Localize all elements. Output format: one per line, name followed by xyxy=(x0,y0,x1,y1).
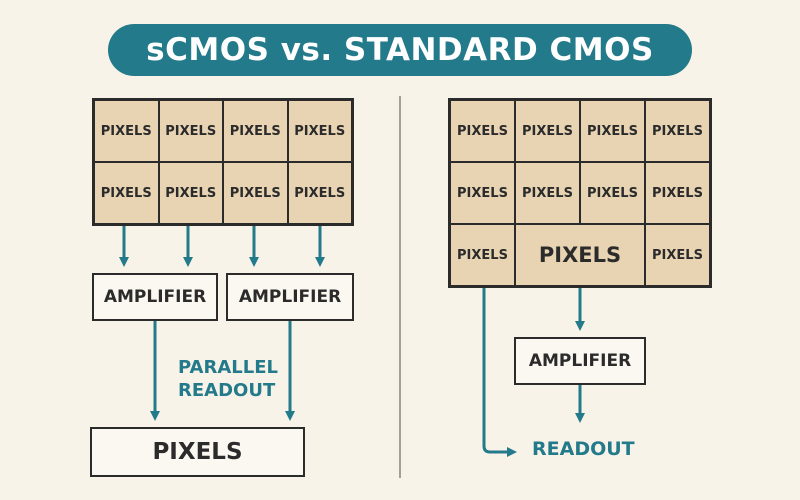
pixel-cell: PIXELS xyxy=(450,100,515,162)
pixel-cell: PIXELS xyxy=(645,224,710,286)
cmos-pixel-grid: PIXELS PIXELS PIXELS PIXELS PIXELS PIXEL… xyxy=(448,98,712,288)
pixel-cell: PIXELS xyxy=(223,162,288,224)
parallel-label-line1: PARALLEL xyxy=(178,357,278,378)
center-divider xyxy=(399,96,401,478)
pixel-cell: PIXELS xyxy=(94,100,159,162)
pixel-cell: PIXELS xyxy=(450,162,515,224)
pixel-cell: PIXELS xyxy=(645,100,710,162)
title-banner: sCMOS vs. STANDARD CMOS xyxy=(108,24,692,76)
pixel-cell: PIXELS xyxy=(287,162,352,224)
pixel-cell: PIXELS xyxy=(515,100,580,162)
readout-label: READOUT xyxy=(532,438,635,460)
page-title: sCMOS vs. STANDARD CMOS xyxy=(146,32,654,68)
amplifier-box-right: AMPLIFIER xyxy=(514,337,646,385)
pixel-cell: PIXELS xyxy=(223,100,288,162)
scmos-pixel-grid: PIXELS PIXELS PIXELS PIXELS PIXELS PIXEL… xyxy=(92,98,354,226)
pixel-cell: PIXELS xyxy=(287,100,352,162)
amplifier-box-2: AMPLIFIER xyxy=(226,273,354,321)
pixel-cell: PIXELS xyxy=(94,162,159,224)
parallel-readout-label: PARALLEL READOUT xyxy=(178,356,278,402)
output-pixels-box: PIXELS xyxy=(90,427,305,477)
arrow-grid-to-readout xyxy=(482,288,517,457)
parallel-label-line2: READOUT xyxy=(178,380,276,401)
pixel-cell: PIXELS xyxy=(158,100,223,162)
pixel-cell-large: PIXELS xyxy=(515,224,645,286)
amplifier-box-1: AMPLIFIER xyxy=(92,273,218,321)
pixel-cell: PIXELS xyxy=(580,100,645,162)
pixel-cell: PIXELS xyxy=(450,224,515,286)
pixel-cell: PIXELS xyxy=(515,162,580,224)
pixel-cell: PIXELS xyxy=(645,162,710,224)
pixel-cell: PIXELS xyxy=(158,162,223,224)
pixel-cell: PIXELS xyxy=(580,162,645,224)
